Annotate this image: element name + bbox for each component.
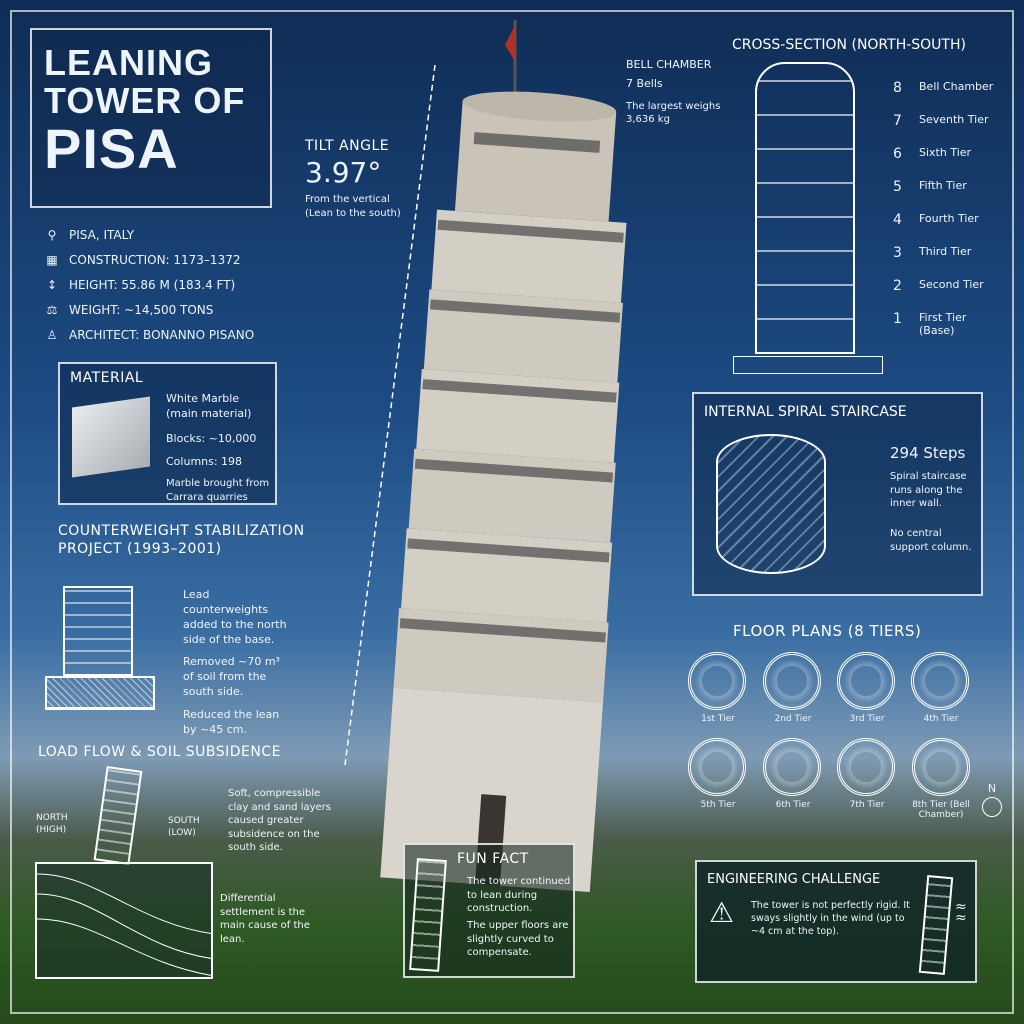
cross-section-base — [733, 356, 883, 374]
staircase-note-2: No central support column. — [890, 528, 972, 553]
counterweight-note-2: Removed ~70 m³ of soil from the south si… — [183, 655, 280, 699]
settlement-note: Differential settlement is the main caus… — [220, 893, 310, 945]
floor-plans-heading: Floor Plans (8 Tiers) — [733, 622, 922, 640]
title-line-2: Tower of — [44, 79, 246, 121]
info-item: ⚖Weight: ~14,500 tons — [46, 302, 214, 317]
counterweight-diagram — [45, 586, 155, 710]
info-item: ↕Height: 55.86 m (183.4 ft) — [46, 277, 236, 292]
info-item: ♙Architect: Bonanno Pisano — [46, 327, 255, 342]
outer-frame — [10, 10, 1014, 1014]
north-label: North (High) — [36, 813, 68, 836]
tilt-annotation: Tilt Angle 3.97° From the vertical (Lean… — [305, 138, 415, 220]
material-name: White Marble — [166, 392, 240, 405]
tower-illustration — [380, 20, 627, 892]
material-box: Material White Marble (main material) Bl… — [58, 362, 277, 505]
fun-fact-text-1: The tower continued to lean during const… — [467, 876, 571, 914]
height-icon: ↕ — [46, 277, 58, 292]
step-count: 294 Steps — [890, 444, 966, 462]
floor-plan-6: 6th Tier — [763, 738, 823, 810]
engineering-text: The tower is not perfectly rigid. It swa… — [751, 900, 910, 937]
material-heading: Material — [70, 370, 144, 386]
weight-icon: ⚖ — [46, 302, 58, 317]
floor-plan-3: 3rd Tier — [837, 652, 897, 724]
spiral-staircase-diagram — [716, 434, 826, 574]
staircase-note-1: Spiral staircase runs along the inner wa… — [890, 471, 967, 509]
tilt-line — [344, 65, 436, 765]
calendar-icon: ▦ — [46, 252, 58, 267]
bell-annotation: Bell Chamber 7 Bells The largest weighs … — [626, 58, 721, 127]
south-label: South (Low) — [168, 816, 200, 839]
location-pin-icon: ⚲ — [47, 227, 57, 242]
warning-icon: ⚠ — [709, 896, 735, 929]
tilt-label: Tilt Angle — [305, 138, 390, 154]
flag-icon — [505, 23, 516, 63]
material-columns: Columns: 198 — [166, 454, 243, 468]
load-flow-heading: Load Flow & Soil Subsidence — [38, 744, 281, 760]
cross-section-diagram — [755, 62, 855, 354]
staircase-box: Internal Spiral Staircase 294 Steps Spir… — [692, 392, 983, 596]
fun-fact-box: Fun Fact The tower continued to lean dur… — [403, 843, 575, 978]
mini-tower-sketch — [409, 858, 447, 972]
person-icon: ♙ — [46, 327, 58, 342]
staircase-heading: Internal Spiral Staircase — [704, 404, 907, 420]
counterweight-note-1: Lead counterweights added to the north s… — [183, 588, 287, 646]
fun-fact-heading: Fun Fact — [457, 851, 529, 867]
engineering-heading: Engineering Challenge — [707, 872, 881, 887]
counterweight-heading: Counterweight Stabilization Project (199… — [58, 523, 305, 558]
floor-plan-2: 2nd Tier — [763, 652, 823, 724]
mini-tower-sketch — [918, 875, 954, 975]
engineering-box: Engineering Challenge ⚠ The tower is not… — [695, 860, 977, 983]
info-list: ⚲Pisa, Italy ▦Construction: 1173–1372 ↕H… — [45, 222, 254, 347]
bell-label: Bell Chamber — [626, 58, 712, 71]
soil-layers-diagram — [35, 862, 213, 979]
title-box: Leaning Tower of Pisa — [30, 28, 272, 208]
wind-icon: ≈≈ — [955, 899, 967, 927]
bell-note: The largest weighs 3,636 kg — [626, 100, 721, 126]
info-item: ⚲Pisa, Italy — [45, 222, 254, 247]
bell-count: 7 Bells — [626, 76, 663, 90]
floor-plan-1: 1st Tier — [688, 652, 748, 724]
tilt-note: From the vertical (Lean to the south) — [305, 194, 401, 219]
counterweight-note-3: Reduced the lean by ~45 cm. — [183, 707, 280, 736]
cross-section-heading: Cross-Section (North-South) — [732, 37, 966, 53]
tilt-value: 3.97° — [305, 156, 382, 189]
title-line-1: Leaning — [44, 42, 213, 83]
floor-plan-8: 8th Tier (Bell Chamber) — [905, 738, 977, 820]
fun-fact-text-2: The upper floors are slightly curved to … — [467, 920, 569, 958]
info-item: ▦Construction: 1173–1372 — [46, 252, 241, 267]
title-line-3: Pisa — [44, 116, 179, 180]
material-source: Marble brought from Carrara quarries — [166, 478, 270, 503]
material-blocks: Blocks: ~10,000 — [166, 431, 257, 445]
marble-block-icon — [72, 396, 150, 478]
soil-note: Soft, compressible clay and sand layers … — [228, 788, 331, 853]
floor-plan-4: 4th Tier — [911, 652, 971, 724]
compass-icon: N — [982, 782, 1002, 817]
material-sub: (main material) — [166, 406, 252, 420]
floor-plan-7: 7th Tier — [837, 738, 897, 810]
floor-plan-5: 5th Tier — [688, 738, 748, 810]
